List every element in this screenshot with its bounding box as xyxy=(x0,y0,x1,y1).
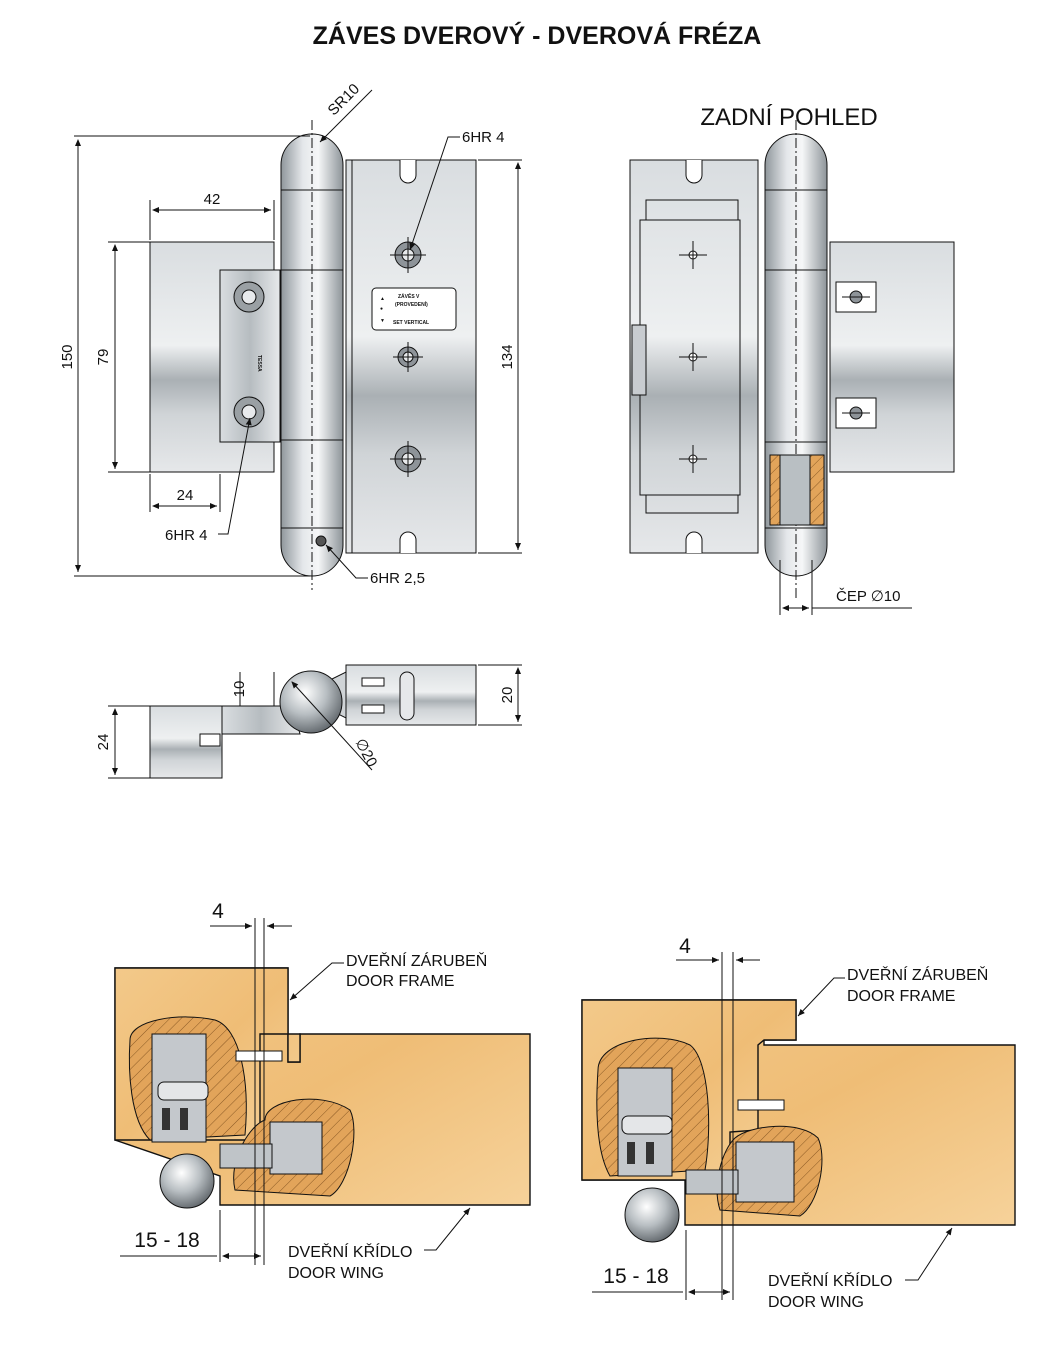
page-title: ZÁVES DVEROVÝ - DVEROVÁ FRÉZA xyxy=(313,20,762,50)
range-label-left: 15 - 18 xyxy=(134,1229,199,1252)
rear-view-title: ZADNÍ POHLED xyxy=(700,104,877,131)
badge-arrow-down: ▼ xyxy=(380,318,385,324)
frame-label-cz-right: DVEŘNÍ ZÁRUBEŇ xyxy=(847,965,988,984)
frame-label-en-right: DOOR FRAME xyxy=(847,988,955,1005)
rear-hole-2 xyxy=(679,343,707,371)
dim-frame-height: 134 xyxy=(499,344,516,369)
section-right: 4 15 - 18 DVEŘNÍ ZÁRUBEŇ DOOR FRAME DVEŘ… xyxy=(581,935,1016,1311)
dim-offset: 10 xyxy=(231,681,248,698)
radius-label: SR10 xyxy=(325,81,364,120)
frame-screw-2 xyxy=(393,342,423,372)
dim-total-height: 150 xyxy=(59,344,76,369)
vertical-badge: ▲ ● ▼ ZÁVĚS V (PROVEDENÍ) SET VERTICAL xyxy=(371,287,457,331)
gap-label-left: 4 xyxy=(212,900,224,923)
wing-label-en-left: DOOR WING xyxy=(288,1265,384,1282)
pin-label: ČEP ∅10 xyxy=(836,588,901,605)
screw-bottom-label: 6HR 4 xyxy=(165,527,208,544)
rear-hole-1 xyxy=(679,241,707,269)
dim-bottom-width: 24 xyxy=(177,487,194,504)
dim-width: 42 xyxy=(204,191,221,208)
top-knuckle xyxy=(279,670,343,734)
badge-line3: SET VERTICAL xyxy=(393,320,429,326)
leaf-screw-top xyxy=(233,281,265,313)
rear-nut-2 xyxy=(835,397,877,429)
dim-leaf: 24 xyxy=(95,734,112,751)
wing-label-cz-left: DVEŘNÍ KŘÍDLO xyxy=(288,1242,412,1261)
badge-dot: ● xyxy=(380,306,383,312)
frame-screw-3 xyxy=(390,441,426,477)
dim-leaf-height: 79 xyxy=(95,349,112,366)
screw-top-label: 6HR 4 xyxy=(462,129,505,146)
gap-label-right: 4 xyxy=(679,935,691,958)
rear-view: ČEP ∅10 xyxy=(629,120,955,615)
rear-hole-3 xyxy=(679,445,707,473)
badge-arrow-up: ▲ xyxy=(380,296,385,302)
range-label-right: 15 - 18 xyxy=(603,1265,668,1288)
badge-line2: (PROVEDENÍ) xyxy=(395,300,428,308)
frame-label-en-left: DOOR FRAME xyxy=(346,973,454,990)
rear-nut-1 xyxy=(835,281,877,313)
wing-label-en-right: DOOR WING xyxy=(768,1294,864,1311)
front-view: TESSA ▲ ● xyxy=(59,81,522,590)
badge-line1: ZÁVĚS V xyxy=(398,292,420,300)
knuckle-left xyxy=(159,1153,215,1209)
screw-small-label: 6HR 2,5 xyxy=(370,570,425,587)
wing-label-cz-right: DVEŘNÍ KŘÍDLO xyxy=(768,1271,892,1290)
knuckle-right xyxy=(624,1187,680,1243)
section-left: 4 15 - 18 DVEŘNÍ ZÁRUBEŇ DOOR FRAME DVEŘ… xyxy=(114,900,531,1282)
top-view: 10 24 20 ∅20 xyxy=(95,664,522,779)
frame-label-cz-left: DVEŘNÍ ZÁRUBEŇ xyxy=(346,951,487,970)
small-screw xyxy=(315,535,327,547)
rear-leaf-block xyxy=(829,241,955,473)
brand-logo: TESSA xyxy=(256,355,262,372)
dim-frame: 20 xyxy=(499,687,516,704)
